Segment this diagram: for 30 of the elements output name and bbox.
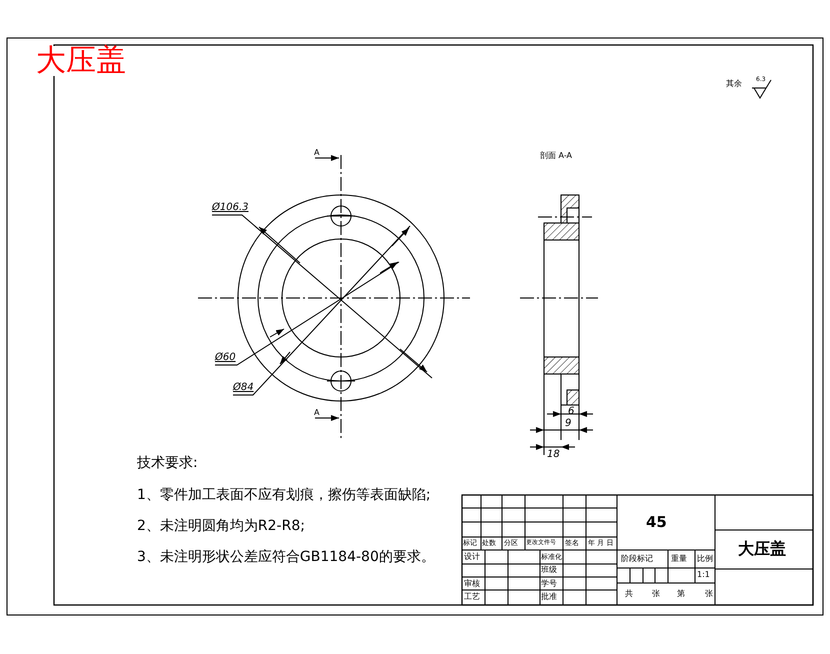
table-label: 重量 (671, 555, 687, 563)
dimension-value: 9 (565, 419, 572, 429)
diameter-dimension: Ø60 (215, 353, 236, 363)
requirement-note: 1、零件加工表面不应有划痕，擦伤等表面缺陷; (137, 488, 431, 502)
section-letter: A (314, 409, 320, 417)
table-label: 工艺 (464, 593, 480, 601)
table-label: 共 (625, 590, 633, 598)
table-label: 阶段标记 (621, 555, 653, 563)
material-text: 45 (646, 515, 667, 530)
table-label: 班级 (541, 566, 557, 574)
drawing-title: 大压盖 (36, 46, 126, 76)
requirement-note: 2、未注明圆角均为R2-R8; (137, 519, 305, 533)
table-label: 张 (705, 590, 713, 598)
table-label: 设计 (464, 553, 480, 561)
requirements-heading: 技术要求: (137, 456, 198, 470)
table-label: 比例 (697, 555, 713, 563)
diameter-dimension: Ø84 (233, 383, 254, 393)
table-label: 批准 (541, 593, 557, 601)
section-letter: A (314, 149, 320, 157)
table-label: 第 (677, 590, 685, 598)
section-view-title: 剖面 A-A (540, 152, 572, 160)
table-label: 学号 (541, 580, 557, 588)
scale-value: 1:1 (697, 571, 710, 579)
surface-roughness-note: 其余 (726, 80, 742, 88)
dimension-value: 18 (547, 450, 560, 460)
requirement-note: 3、未注明形状公差应符合GB1184-80的要求。 (137, 550, 435, 564)
diameter-dimension: Ø106.3 (212, 203, 248, 213)
table-label: 张 (652, 590, 660, 598)
table-label: 审核 (464, 580, 480, 588)
part-name: 大压盖 (738, 541, 786, 557)
